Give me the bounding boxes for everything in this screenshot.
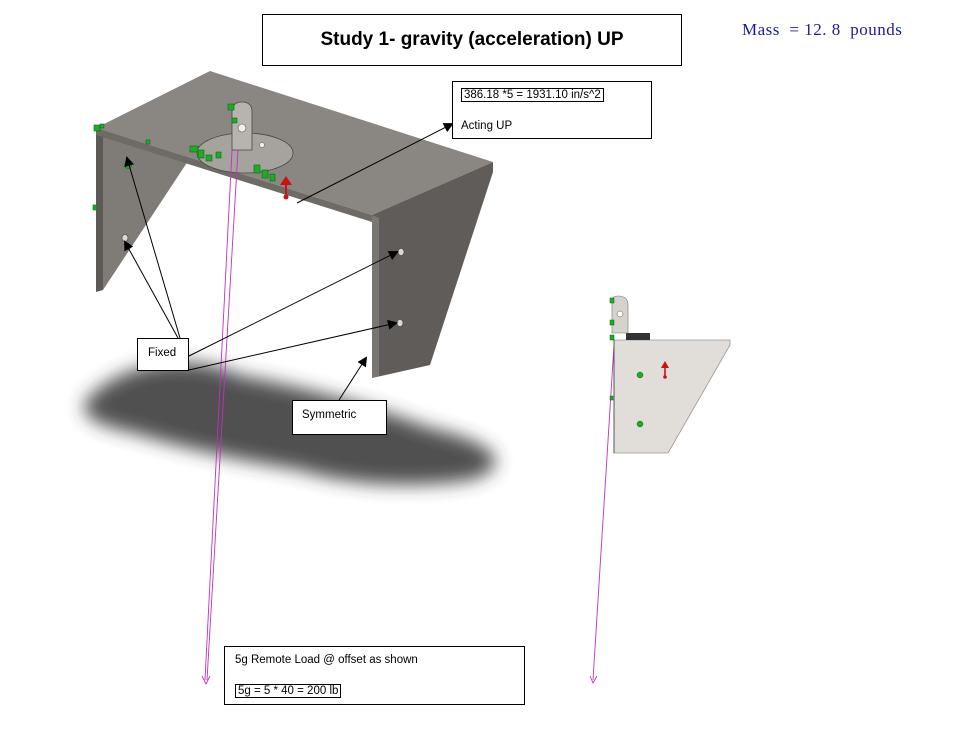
symmetric-label: Symmetric bbox=[302, 409, 357, 421]
remote-load-description: 5g Remote Load @ offset as shown bbox=[235, 654, 418, 666]
remote-load-callout: 5g Remote Load @ offset as shown 5g = 5 … bbox=[224, 646, 525, 705]
bracket-part-side-view bbox=[609, 295, 731, 454]
gravity-arrow-iso bbox=[280, 176, 292, 200]
acceleration-direction: Acting UP bbox=[461, 120, 513, 132]
bracket-part-iso bbox=[92, 71, 493, 378]
remote-load-lines bbox=[201, 149, 615, 686]
page-title: Study 1- gravity (acceleration) UP bbox=[320, 29, 624, 50]
ground-shadow bbox=[84, 362, 496, 485]
acceleration-callout: 386.18 *5 = 1931.10 in/s^2 Acting UP bbox=[452, 81, 652, 139]
fixed-label: Fixed bbox=[148, 347, 177, 359]
remote-load-formula: 5g = 5 * 40 = 200 lb bbox=[235, 684, 342, 698]
symmetric-callout: Symmetric bbox=[292, 400, 387, 435]
title-box: Study 1- gravity (acceleration) UP bbox=[262, 14, 682, 66]
callout-leaders bbox=[124, 123, 454, 401]
gravity-arrow-side bbox=[661, 361, 669, 379]
acceleration-formula: 386.18 *5 = 1931.10 in/s^2 bbox=[461, 88, 604, 102]
fixed-callout: Fixed bbox=[137, 338, 189, 371]
mass-readout: Mass = 12. 8 pounds bbox=[742, 20, 903, 39]
